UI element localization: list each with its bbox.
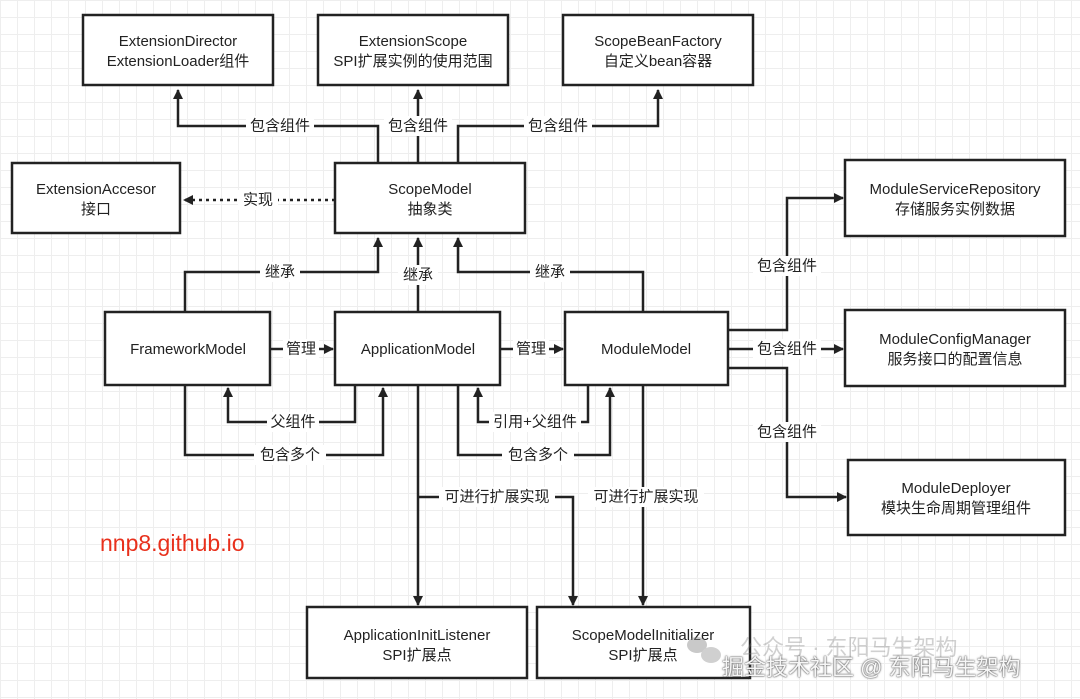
- edge-label: 包含组件: [757, 424, 817, 441]
- watermark-juejin: 掘金技术社区 @ 东阳马生架构: [722, 655, 1021, 680]
- edge-label: 包含多个: [508, 447, 568, 464]
- edge-label: 管理: [516, 341, 546, 358]
- node-title: ScopeModelInitializer: [572, 627, 715, 644]
- node-extension-scope: ExtensionScope SPI扩展实例的使用范围: [316, 13, 510, 87]
- node-title: ScopeModel: [388, 181, 471, 198]
- edge-label: 继承: [535, 264, 565, 281]
- node-subtitle: 自定义bean容器: [604, 53, 712, 70]
- edge-label: 实现: [243, 192, 273, 209]
- node-subtitle: 抽象类: [407, 201, 452, 218]
- node-scope-model-initializer: ScopeModelInitializer SPI扩展点: [535, 605, 752, 680]
- edge-application-to-initializer: [418, 495, 578, 606]
- node-title: ExtensionScope: [359, 33, 467, 50]
- node-title: ExtensionDirector: [119, 33, 237, 50]
- edge-label: 包含组件: [757, 341, 817, 358]
- edge-label: 管理: [286, 341, 316, 358]
- node-module-deployer: ModuleDeployer 模块生命周期管理组件: [846, 458, 1067, 537]
- node-subtitle: 服务接口的配置信息: [887, 351, 1022, 368]
- node-extension-accessor: ExtensionAccesor 接口: [10, 161, 182, 235]
- edge-label: 包含组件: [388, 118, 448, 135]
- site-label: nnp8.github.io: [100, 530, 245, 556]
- wechat-icon: [687, 637, 721, 663]
- node-subtitle: SPI扩展点: [608, 647, 677, 664]
- node-subtitle: 接口: [81, 201, 111, 218]
- edge-label: 继承: [403, 267, 433, 284]
- edge-label: 继承: [265, 264, 295, 281]
- edge-label: 可进行扩展实现: [593, 489, 698, 506]
- edge-label: 包含多个: [260, 447, 320, 464]
- node-subtitle: SPI扩展实例的使用范围: [333, 53, 492, 70]
- node-subtitle: 存储服务实例数据: [895, 201, 1015, 218]
- edge-label: 可进行扩展实现: [444, 489, 549, 506]
- edge-label: 包含组件: [757, 258, 817, 275]
- node-application-init-listener: ApplicationInitListener SPI扩展点: [305, 605, 529, 680]
- node-title: ModuleDeployer: [901, 480, 1010, 497]
- node-scope-bean-factory: ScopeBeanFactory 自定义bean容器: [561, 13, 755, 87]
- edge-label: 父组件: [270, 414, 315, 431]
- node-framework-model: FrameworkModel: [103, 310, 272, 387]
- node-module-config-manager: ModuleConfigManager 服务接口的配置信息: [843, 308, 1067, 388]
- node-title: ExtensionAccesor: [36, 181, 156, 198]
- edge-label: 包含组件: [250, 118, 310, 135]
- node-title: ModuleServiceRepository: [870, 181, 1041, 198]
- node-title: FrameworkModel: [130, 341, 246, 358]
- node-application-model: ApplicationModel: [333, 310, 502, 387]
- node-extension-director: ExtensionDirector ExtensionLoader组件: [81, 13, 275, 87]
- node-title: ApplicationInitListener: [344, 627, 491, 644]
- node-subtitle: ExtensionLoader组件: [107, 53, 250, 70]
- watermark-wechat: 公众号 · 东阳马生架构: [740, 635, 958, 660]
- edge-labels: 包含组件 包含组件 包含组件 实现 继承 继承 继承 管理 管理 父组件 包含多…: [238, 116, 821, 507]
- node-subtitle: SPI扩展点: [382, 647, 451, 664]
- node-module-model: ModuleModel: [563, 310, 730, 387]
- node-scope-model: ScopeModel 抽象类: [333, 161, 527, 235]
- edge-label: 引用+父组件: [493, 414, 577, 431]
- node-title: ScopeBeanFactory: [594, 33, 722, 50]
- node-subtitle: 模块生命周期管理组件: [881, 499, 1031, 517]
- edge-label: 包含组件: [528, 118, 588, 135]
- node-module-service-repository: ModuleServiceRepository 存储服务实例数据: [843, 158, 1067, 238]
- node-title: ModuleConfigManager: [879, 331, 1031, 348]
- node-title: ApplicationModel: [361, 341, 475, 358]
- node-title: ModuleModel: [601, 341, 691, 358]
